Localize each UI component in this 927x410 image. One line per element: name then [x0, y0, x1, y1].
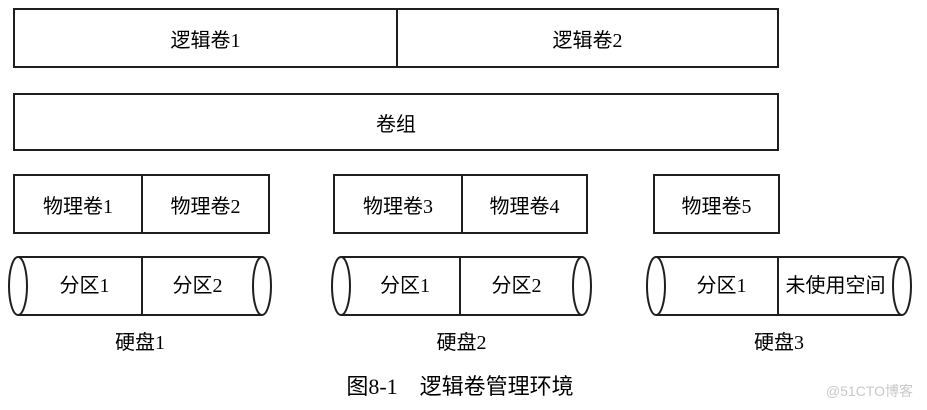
logical-volume-row: 逻辑卷1 逻辑卷2	[13, 8, 779, 68]
physical-volume-5-label: 物理卷5	[681, 195, 752, 218]
logical-volume-1-box: 逻辑卷1	[15, 10, 398, 66]
logical-volume-2-label: 逻辑卷2	[552, 29, 623, 52]
disk1-name-label: 硬盘1	[115, 332, 165, 354]
volume-group-cell: 卷组	[15, 95, 777, 149]
physical-volume-group-disk3: 物理卷5	[653, 174, 780, 234]
disk3-partition-1-label: 分区1	[696, 275, 747, 297]
physical-volume-3-label: 物理卷3	[363, 195, 433, 218]
physical-volume-3-box: 物理卷3	[335, 176, 463, 232]
disk2-cylinder: 分区1 分区2	[330, 255, 593, 317]
disk3-name-label: 硬盘3	[754, 332, 804, 354]
physical-volume-1-box: 物理卷1	[15, 176, 143, 232]
volume-group-box: 卷组	[13, 93, 779, 151]
disk1-partition-1-label: 分区1	[59, 275, 110, 297]
physical-volume-1-label: 物理卷1	[43, 195, 113, 218]
physical-volume-group-disk2: 物理卷3 物理卷4	[333, 174, 588, 234]
disk3-cylinder-shape	[646, 256, 912, 316]
figure-caption: 图8-1 逻辑卷管理环境	[346, 374, 574, 399]
volume-group-label: 卷组	[376, 113, 416, 136]
physical-volume-4-label: 物理卷4	[489, 195, 560, 218]
disk1-cylinder-shape	[8, 256, 272, 316]
disk2-partition-2-label: 分区2	[491, 275, 542, 297]
logical-volume-1-label: 逻辑卷1	[170, 29, 241, 52]
disk2-partition-1-label: 分区1	[380, 275, 430, 297]
disk3-unused-space-label: 未使用空间	[785, 275, 886, 297]
disk2-name-label: 硬盘2	[436, 332, 487, 354]
physical-volume-2-label: 物理卷2	[170, 195, 241, 218]
disk2-cylinder-shape	[331, 256, 592, 316]
logical-volume-2-box: 逻辑卷2	[398, 10, 777, 66]
watermark-text: @51CTO博客	[825, 383, 913, 399]
physical-volume-4-box: 物理卷4	[463, 176, 586, 232]
disk3-cylinder: 分区1 未使用空间	[645, 255, 913, 317]
physical-volume-5-box: 物理卷5	[655, 176, 778, 232]
physical-volume-2-box: 物理卷2	[143, 176, 268, 232]
disk1-cylinder: 分区1 分区2	[7, 255, 273, 317]
physical-volume-group-disk1: 物理卷1 物理卷2	[13, 174, 270, 234]
disk1-partition-2-label: 分区2	[172, 275, 223, 297]
